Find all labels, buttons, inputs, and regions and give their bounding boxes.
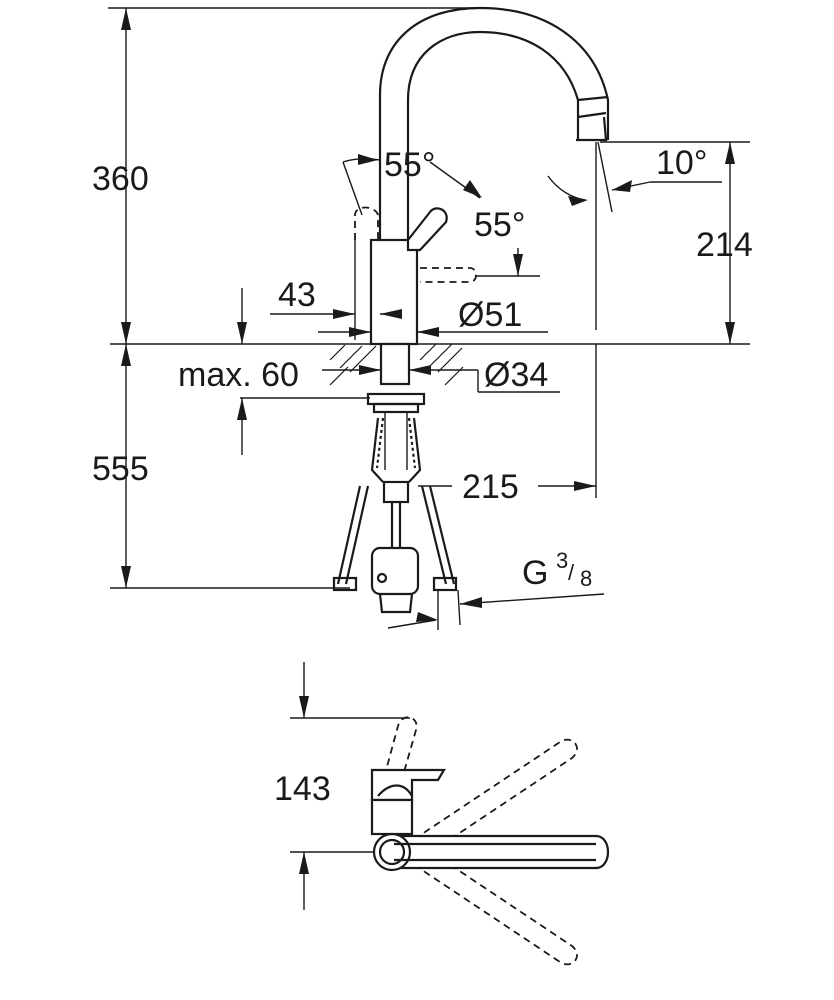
dim-360-arrow-top	[121, 8, 131, 30]
label-360: 360	[92, 160, 149, 198]
hose-lower-left-b	[336, 485, 362, 585]
plan-body	[370, 798, 414, 836]
dim-10-arrow	[612, 180, 632, 192]
label-10-degree: 10°	[656, 144, 707, 182]
dim-g38-left	[387, 619, 437, 629]
weight-screw	[376, 572, 388, 584]
label-thread-g: G	[522, 554, 548, 592]
dim-55-top-arrow-right	[463, 180, 482, 198]
shank	[379, 342, 411, 386]
label-thread-num: 3	[556, 548, 568, 573]
dim-555-arrow-top	[121, 344, 131, 366]
dim-55-top-arrow-left	[358, 154, 378, 165]
hose-lower-right-b	[428, 485, 456, 585]
dim-143-arrow-bottom	[299, 852, 309, 874]
lever	[406, 207, 448, 252]
dim-55-top-ext-left	[342, 161, 363, 216]
mounting-washer	[372, 402, 420, 414]
spout-outer	[378, 6, 610, 240]
dim-143-arrow-top	[299, 696, 309, 718]
dim-max60-arrow-top	[237, 322, 247, 344]
dim-max60-arrow-bottom	[237, 398, 247, 420]
connector-right	[432, 576, 458, 592]
plan-lever-alt	[377, 716, 418, 801]
dim-360-arrow-bottom	[121, 322, 131, 344]
side-view: 360 555 214 10° 55° 55° 43 Ø51 max. 60 Ø…	[92, 6, 753, 630]
spout-inner	[406, 30, 580, 240]
hose-lower-left-a	[344, 485, 370, 585]
label-thread-slash: /	[568, 560, 575, 585]
label-215: 215	[462, 468, 519, 506]
dim-43-arrow-right	[380, 309, 402, 319]
cartridge-coupling	[382, 480, 410, 504]
label-diameter-51: Ø51	[458, 296, 522, 334]
dim-10-arc-arrow	[568, 196, 588, 206]
hose-upper-left	[370, 417, 384, 483]
label-143: 143	[274, 770, 331, 808]
label-555: 555	[92, 450, 149, 488]
dim-g38-right	[459, 593, 605, 605]
dim-51-arrow-left	[349, 327, 371, 337]
plan-lever-detail	[377, 784, 413, 797]
mounting-nut	[366, 392, 426, 406]
spout-nozzle	[576, 95, 609, 142]
dim-555-arrow-bottom	[121, 566, 131, 588]
label-diameter-34: Ø34	[484, 356, 548, 394]
lever-alt-position-left	[354, 206, 379, 240]
plan-spout-alt-up	[403, 738, 578, 863]
dim-51-arrow-right	[417, 327, 439, 337]
weight	[370, 546, 420, 596]
dim-g38-arrow-right	[460, 597, 482, 608]
label-43: 43	[278, 276, 316, 314]
label-thread-den: 8	[580, 566, 592, 591]
hose-braid-ul	[375, 417, 385, 469]
plan-spout	[376, 834, 610, 870]
dim-10-tilt	[597, 141, 613, 213]
dim-215-arrow-right	[574, 481, 596, 491]
plan-spout-alt-down	[403, 841, 578, 966]
plan-lever	[370, 768, 446, 802]
hose-braid-ur	[407, 417, 417, 469]
dim-55-side-arrow	[513, 254, 523, 276]
plan-body-circle-inner	[378, 838, 406, 866]
faucet-body	[369, 238, 419, 346]
dim-10-arc	[547, 175, 586, 201]
plan-view: 143	[274, 662, 610, 966]
dim-43-arrow-left	[333, 309, 355, 319]
hose-upper-right	[408, 417, 422, 483]
dim-34-arrow-left	[359, 365, 381, 375]
label-55-top: 55°	[384, 146, 435, 184]
lever-alt-position-right	[420, 267, 477, 283]
pipe-right-b	[457, 589, 461, 626]
dim-g38-arrow-left	[416, 612, 438, 622]
label-max-60: max. 60	[178, 356, 299, 394]
label-214: 214	[696, 226, 753, 264]
dim-34-arrow-right	[409, 365, 431, 375]
dim-214-arrow-top	[725, 142, 735, 164]
connector-left	[332, 576, 358, 592]
weight-tip	[378, 593, 414, 614]
hose-lower-right-a	[420, 485, 448, 585]
dim-214-arrow-bottom	[725, 322, 735, 344]
label-55-side: 55°	[474, 206, 525, 244]
